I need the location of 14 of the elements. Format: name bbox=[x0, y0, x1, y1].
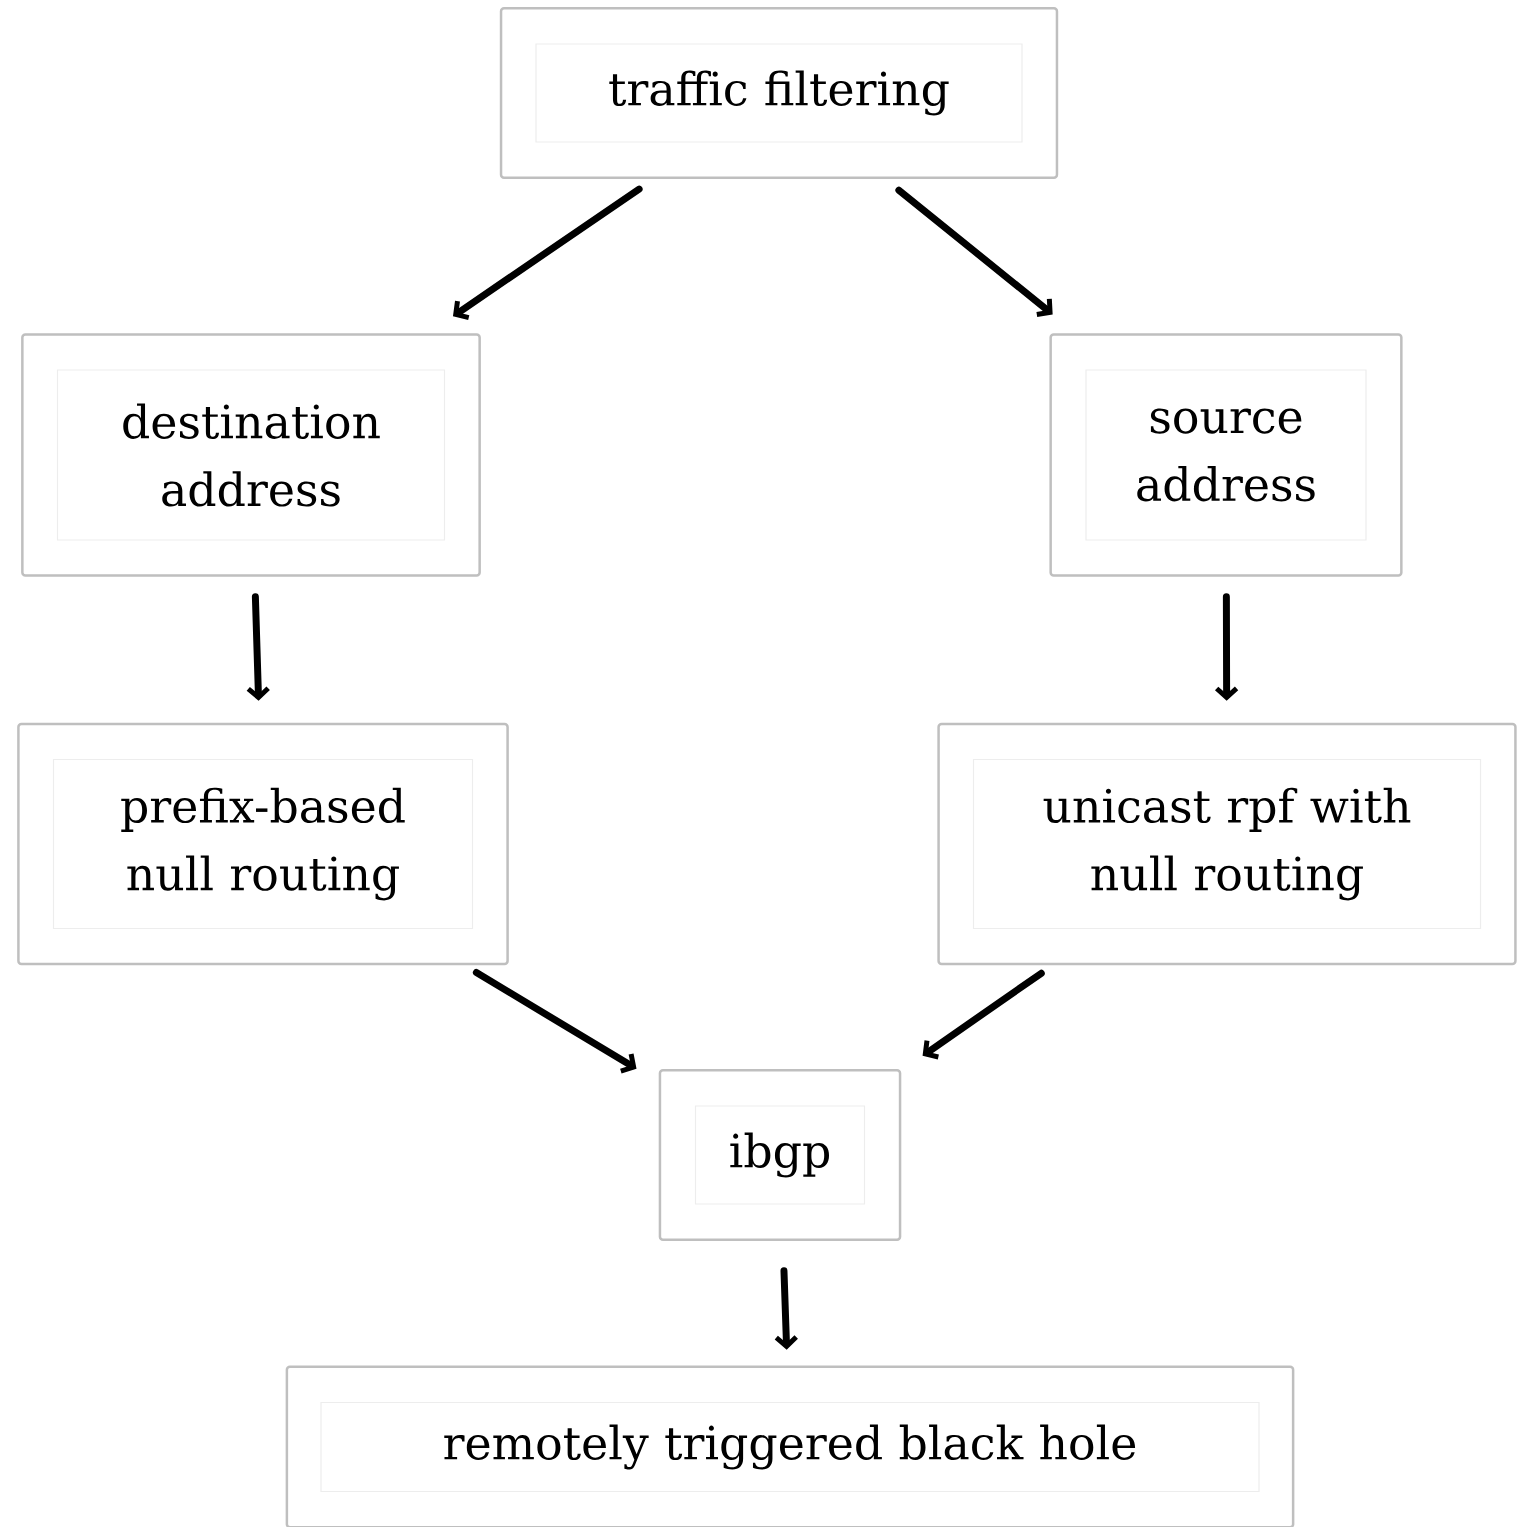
process-box: destination address bbox=[21, 333, 481, 577]
arrow bbox=[774, 1267, 798, 1350]
process-box: ibgp bbox=[658, 1069, 902, 1241]
arrow bbox=[452, 185, 643, 321]
arrow bbox=[1214, 593, 1239, 701]
process-box: remotely triggered black hole bbox=[285, 1365, 1295, 1527]
arrow bbox=[895, 186, 1053, 317]
process-box: unicast rpf with null routing bbox=[937, 722, 1517, 966]
process-box: prefix-based null routing bbox=[17, 722, 509, 966]
arrow bbox=[922, 969, 1045, 1060]
process-box: source address bbox=[1049, 333, 1403, 577]
arrow bbox=[472, 969, 637, 1074]
arrow bbox=[246, 593, 270, 701]
process-box: traffic filtering bbox=[499, 7, 1059, 179]
